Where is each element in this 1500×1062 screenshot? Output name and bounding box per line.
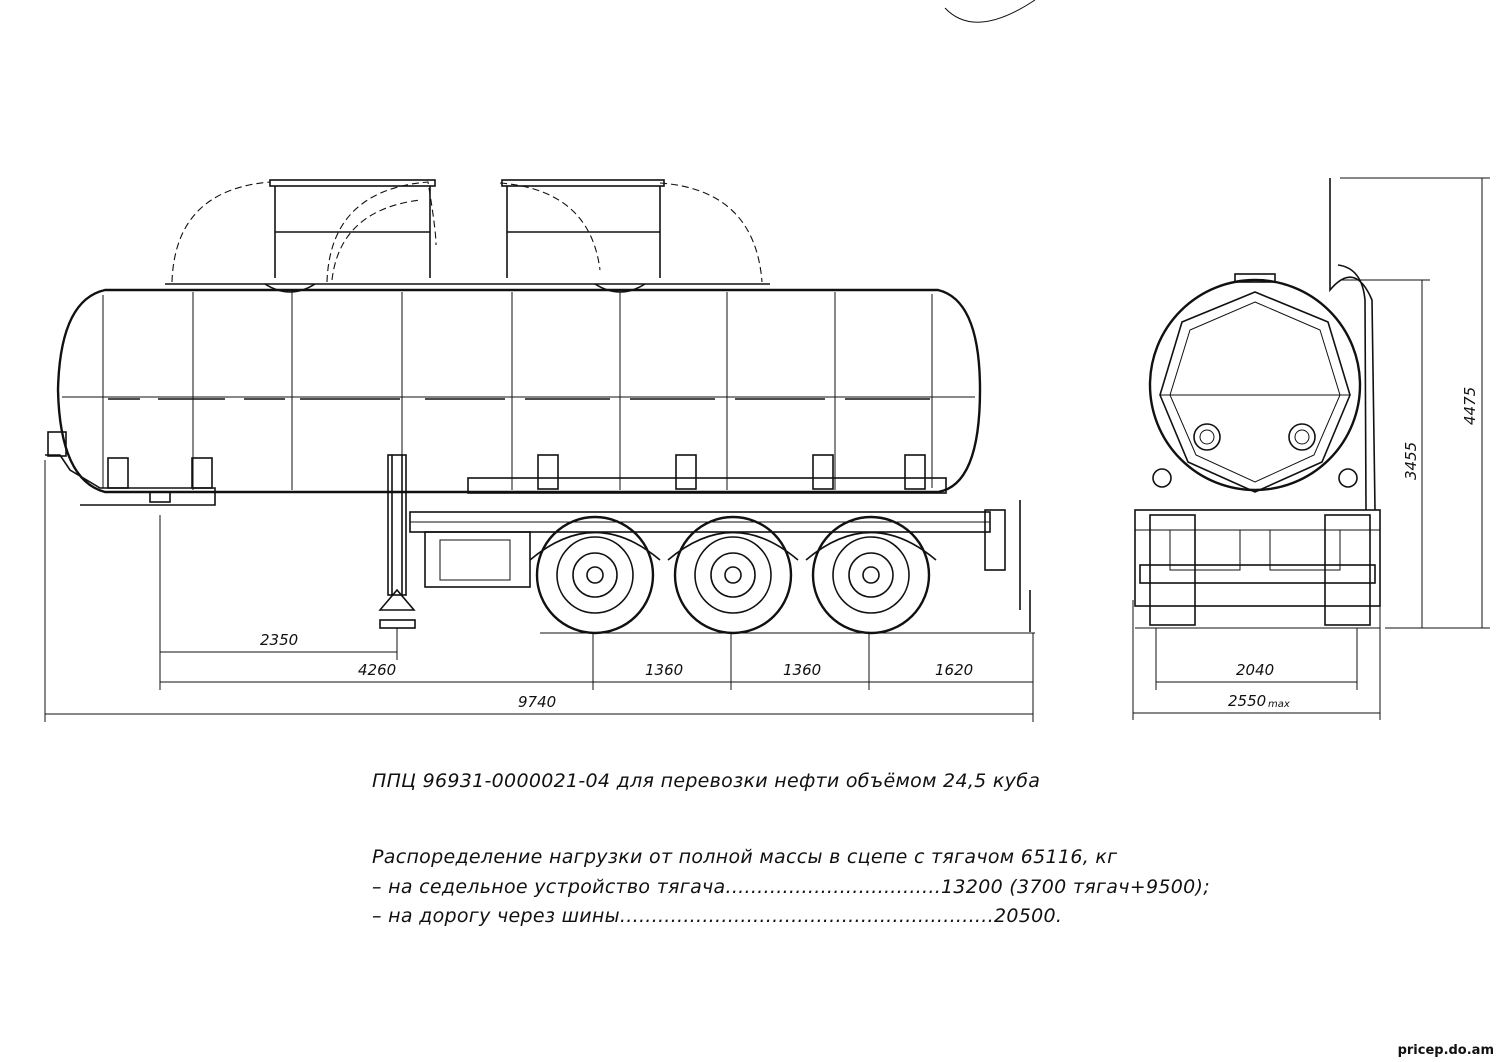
dim-4260: 4260: [358, 661, 396, 679]
stray-arc: [944, 0, 1036, 23]
dim-9740: 9740: [518, 693, 556, 711]
wheel-1: [535, 515, 655, 635]
tank-body: [56, 288, 982, 494]
dim-3455: 3455: [1402, 442, 1420, 480]
wheel-3: [811, 515, 931, 635]
dim-4475: 4475: [1461, 387, 1479, 425]
wheel-2: [673, 515, 793, 635]
dim-2350: 2350: [260, 631, 298, 649]
dim-1620: 1620: [935, 661, 973, 679]
dim-2040: 2040: [1236, 661, 1274, 679]
rear-dimensions: [1132, 177, 1490, 720]
dim-1360-a: 1360: [645, 661, 683, 679]
dim-2550: 2550: [1228, 692, 1266, 710]
source-watermark: pricep.do.am: [1397, 1043, 1494, 1058]
dim-2550-note: max: [1268, 699, 1290, 710]
drawing-title: ППЦ 96931-0000021-04 для перевозки нефти…: [372, 770, 1041, 792]
dim-1360-b: 1360: [783, 661, 821, 679]
load-distribution-heading: Распоределение нагрузки от полной массы …: [372, 846, 1118, 868]
load-distribution-line-fifth-wheel: – на седельное устройство тягача........…: [372, 876, 1210, 898]
side-view: [45, 179, 1035, 635]
rear-view: [1134, 178, 1381, 629]
side-dimensions: [44, 460, 1034, 722]
load-distribution-line-tires: – на дорогу через шины..................…: [372, 905, 1063, 927]
